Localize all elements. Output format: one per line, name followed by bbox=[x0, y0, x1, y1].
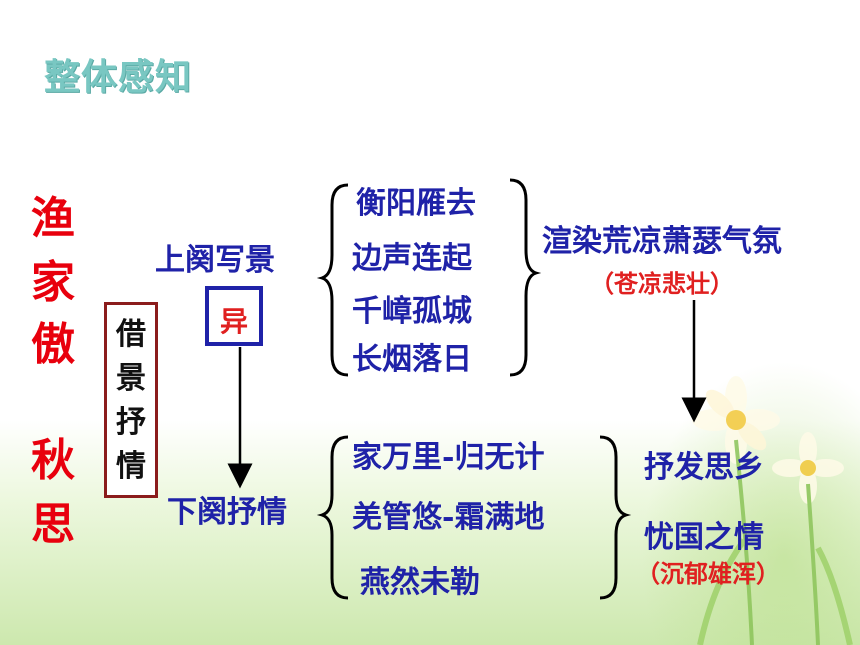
lower-label: 下阕抒情 bbox=[167, 495, 287, 530]
upper-label: 上阕写景 bbox=[155, 243, 275, 278]
upper-scene-2: 边声连起 bbox=[352, 241, 472, 276]
method-char-1: 借 bbox=[116, 317, 146, 352]
method-char-2: 景 bbox=[116, 361, 146, 396]
lower-line-2: 羌管悠-霜满地 bbox=[352, 500, 545, 535]
poem-title-char-5: 思 bbox=[31, 499, 75, 550]
lower-line-3: 燕然未勒 bbox=[360, 565, 480, 600]
lower-feeling-1: 抒发思乡 bbox=[644, 450, 764, 485]
poem-title-char-1: 渔 bbox=[31, 193, 75, 244]
lower-feeling-2: 忧国之情 bbox=[644, 520, 764, 555]
poem-title-char-3: 傲 bbox=[31, 319, 75, 370]
method-box: 借 景 抒 情 bbox=[104, 302, 158, 498]
upper-scene-4: 长烟落日 bbox=[352, 342, 472, 377]
lower-tone: （沉郁雄浑） bbox=[636, 559, 780, 588]
poem-title-char-4: 秋 bbox=[31, 435, 75, 486]
upper-scene-3: 千嶂孤城 bbox=[352, 294, 472, 329]
page-title: 整体感知 bbox=[44, 57, 193, 98]
lower-left-brace bbox=[316, 435, 349, 600]
key-char: 异 bbox=[219, 305, 248, 338]
method-char-3: 抒 bbox=[116, 405, 146, 440]
lower-right-brace bbox=[599, 435, 632, 600]
lower-line-1: 家万里-归无计 bbox=[352, 440, 545, 475]
key-box: 异 bbox=[205, 286, 263, 346]
method-char-4: 情 bbox=[116, 449, 146, 484]
upper-right-brace bbox=[509, 178, 542, 377]
upper-left-brace bbox=[316, 183, 349, 377]
poem-title-char-2: 家 bbox=[31, 257, 75, 308]
upper-mood: 渲染荒凉萧瑟气氛 bbox=[542, 224, 782, 259]
upper-tone: （苍凉悲壮） bbox=[590, 269, 734, 298]
upper-scene-1: 衡阳雁去 bbox=[356, 186, 476, 221]
